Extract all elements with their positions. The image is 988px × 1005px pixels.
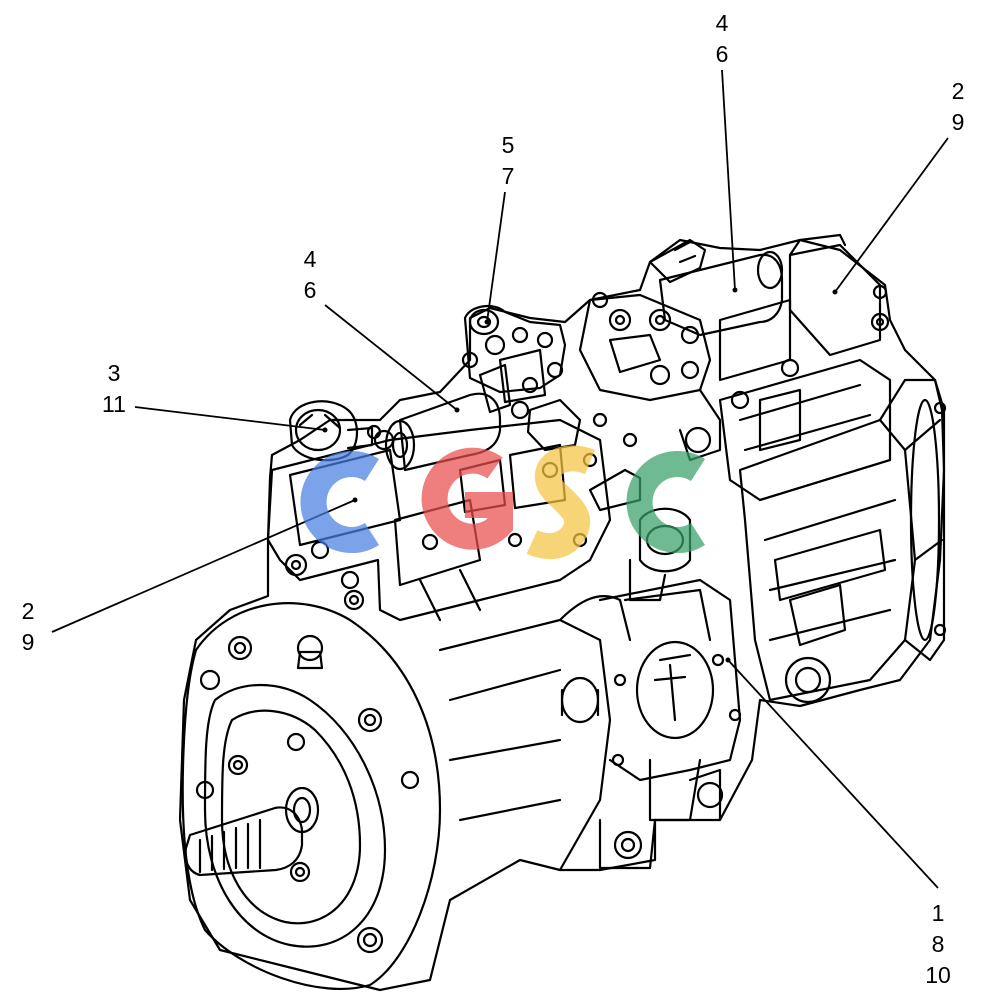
- front-flange: [181, 602, 442, 990]
- leader-line-4-6-mid: [324, 304, 458, 411]
- solenoid-valve-rear: [658, 253, 784, 337]
- leader-line-4-6-top: [721, 69, 736, 291]
- cgsc-watermark-logo: [300, 445, 705, 560]
- callout-mid-left: 4 6: [303, 246, 317, 303]
- pilot-valve: [463, 304, 567, 394]
- leader-line-3-11: [134, 406, 326, 431]
- leader-line-1-8-10: [727, 659, 939, 889]
- leader-line-2-9-top: [834, 137, 949, 293]
- drive-shaft: [184, 806, 304, 877]
- callout-upper-mid: 5 7: [501, 132, 515, 189]
- leader-line-5-7: [486, 191, 506, 323]
- callout-top-center: 4 6: [715, 10, 729, 67]
- callout-left-lower: 2 9: [21, 598, 35, 655]
- callout-left-upper: 3 11: [102, 360, 126, 417]
- regulator-box-front: [266, 418, 612, 622]
- pump-housing-outline: [178, 238, 946, 992]
- callout-bottom-right: 1 8 10: [925, 900, 951, 988]
- regulator-box-rear: [788, 243, 882, 357]
- pressure-sensor: [288, 400, 359, 462]
- callout-top-right: 2 9: [951, 78, 965, 135]
